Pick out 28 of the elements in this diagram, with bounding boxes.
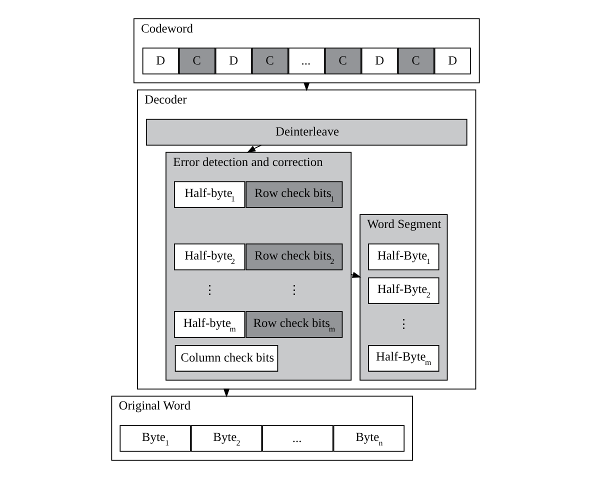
node-box: C [397, 48, 434, 74]
label: ⋮ [287, 282, 300, 297]
node-box: C [178, 48, 215, 74]
node-box: Column check bits [174, 344, 278, 372]
node-box: Byte$_{1}$ [119, 425, 190, 452]
node-box: ... [262, 425, 333, 452]
arrow [246, 144, 262, 153]
node-box: D [434, 48, 470, 74]
node-box: Half-Byte$_{1}$ [368, 244, 439, 270]
label: ⋮ [202, 282, 215, 297]
node-box: C [251, 48, 288, 74]
node-box: Byte$_{n}$ [332, 425, 404, 452]
node-box: Half-byte$_{2}$ [174, 244, 245, 270]
node-box: D [360, 48, 398, 74]
node-box: Deinterleave [145, 118, 467, 146]
node-box: Row check bits$_{2}$ [245, 244, 342, 270]
label: ⋮ [396, 316, 409, 331]
node-box: D [142, 48, 178, 74]
node-box: ... [288, 48, 324, 74]
node-box: Half-byte$_{m}$ [174, 311, 245, 338]
node-box: Half-Byte$_{m}$ [368, 344, 439, 372]
node-box: C [324, 48, 361, 74]
node-box: Byte$_{2}$ [190, 425, 262, 452]
node-box: Row check bits$_{1}$ [245, 181, 342, 208]
node-box: Half-byte$_{1}$ [174, 181, 245, 208]
node-box: Half-Byte$_{2}$ [368, 277, 439, 304]
node-box: D [214, 48, 252, 74]
node-box: Row check bits$_{m}$ [245, 311, 342, 338]
